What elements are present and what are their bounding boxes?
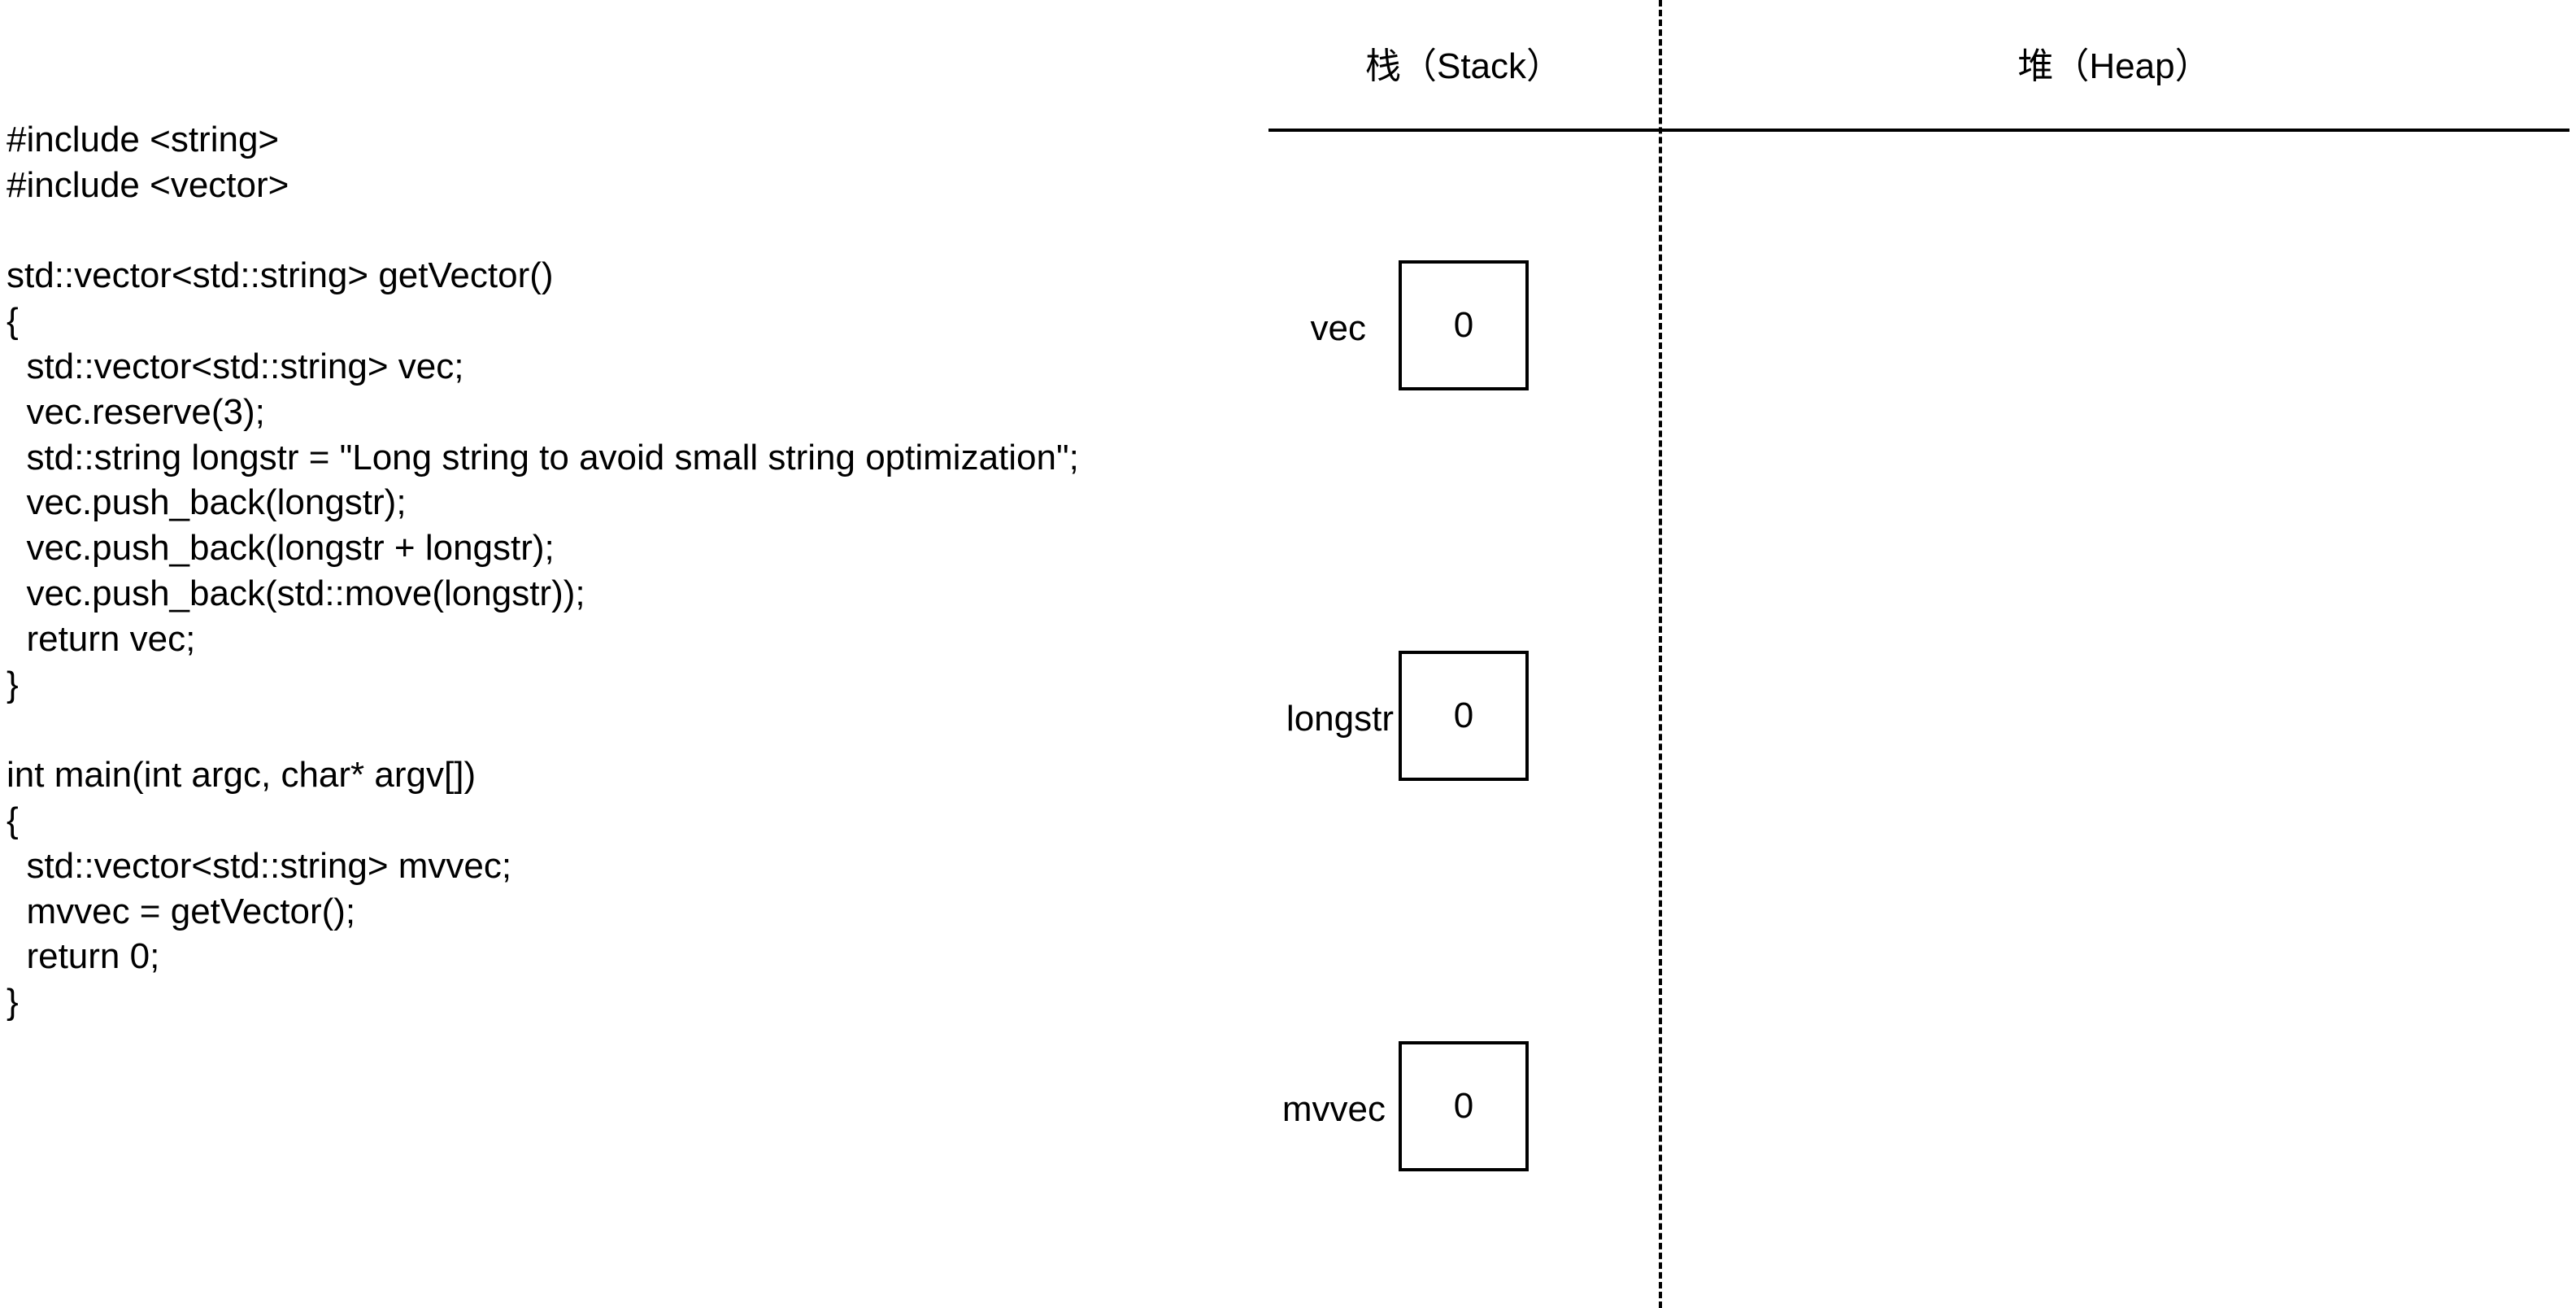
code-line: } [7,664,19,704]
stack-variable-box-vec: 0 [1399,260,1529,390]
header-divider-line [1268,129,2569,132]
code-line: mvvec = getVector(); [7,891,356,931]
code-line: vec.push_back(longstr + longstr); [7,528,555,569]
code-line: return vec; [7,618,196,659]
code-line: int main(int argc, char* argv[]) [7,755,476,796]
stack-header: 栈（Stack） [1364,46,1563,86]
stack-variable-box-longstr: 0 [1399,651,1529,781]
code-line [7,707,1079,752]
code-line: return 0; [7,936,160,977]
source-code: #include <string>#include <vector>std::v… [7,117,1079,1025]
code-line: { [7,800,19,840]
stack-variable-box-mvvec: 0 [1399,1041,1529,1171]
code-line: vec.push_back(longstr); [7,482,407,523]
code-line: std::vector<std::string> mvvec; [7,845,512,886]
stack-variable-value: 0 [1453,695,1474,735]
code-line: std::vector<std::string> getVector() [7,255,554,296]
code-line [7,208,1079,254]
code-line: { [7,301,19,342]
stack-variable-label-vec: vec [1310,308,1366,348]
stack-variable-value: 0 [1453,1086,1474,1126]
code-line: vec.reserve(3); [7,391,265,432]
code-line: std::string longstr = "Long string to av… [7,437,1079,477]
stack-heap-divider-line [1659,0,1662,1308]
stack-variable-label-longstr: longstr [1286,699,1394,739]
code-line: std::vector<std::string> vec; [7,346,464,386]
code-line: vec.push_back(std::move(longstr)); [7,573,585,613]
stack-variable-label-mvvec: mvvec [1281,1089,1386,1129]
heap-header: 堆（Heap） [2017,46,2211,86]
stack-variable-value: 0 [1453,305,1474,345]
code-line: #include <string> [7,120,280,159]
code-line: #include <vector> [7,164,289,205]
code-line: } [7,982,19,1022]
